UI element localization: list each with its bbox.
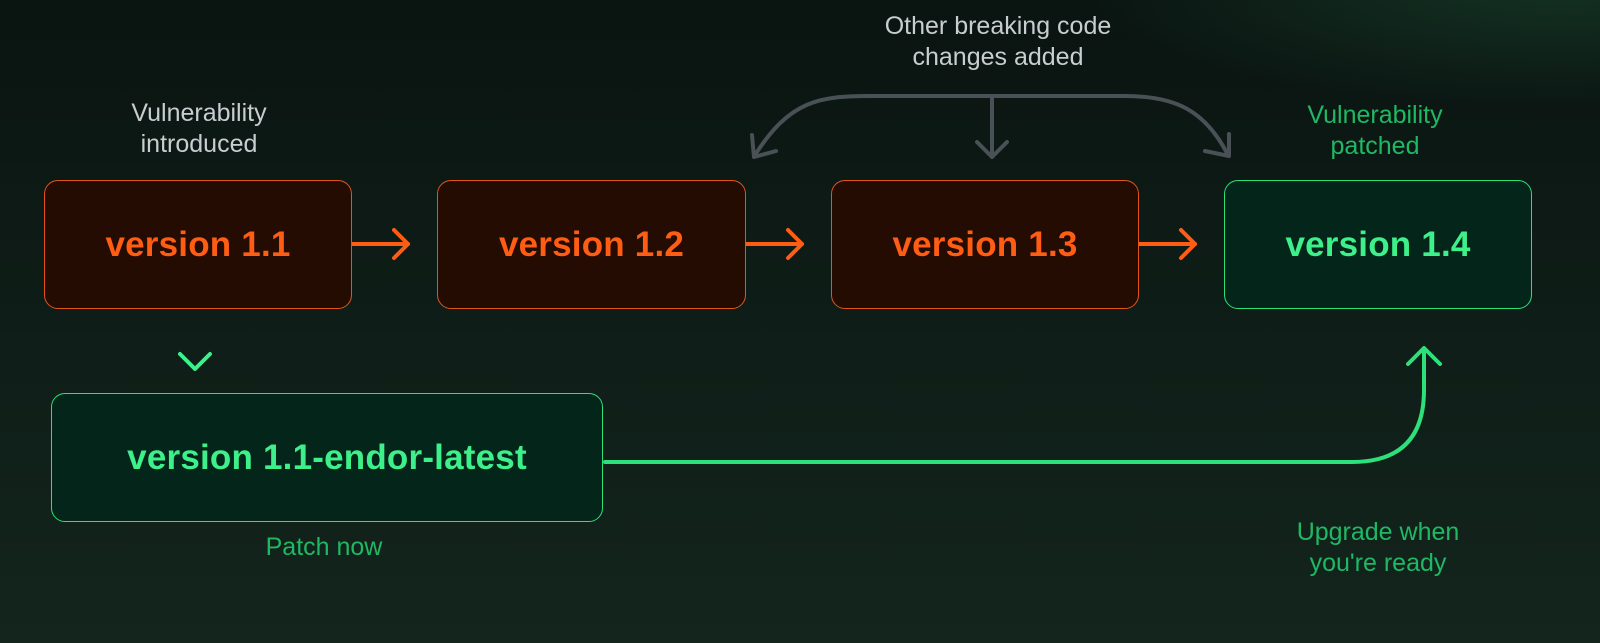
version-node-1-4: version 1.4 (1224, 180, 1532, 309)
upgrade-path-connector (603, 346, 1442, 464)
version-node-1-3-label: version 1.3 (892, 224, 1078, 264)
version-node-1-3: version 1.3 (831, 180, 1139, 309)
version-node-1-1: version 1.1 (44, 180, 352, 309)
arrow-v11-to-v12 (350, 228, 410, 260)
arrow-v11-to-endor (178, 308, 212, 371)
upgrade-when-ready-note: Upgrade when you're ready (1296, 518, 1460, 577)
breaking-changes-note: Other breaking code changes added (884, 12, 1112, 71)
arrow-v13-to-v14 (1137, 228, 1197, 260)
arrow-v12-to-v13 (744, 228, 804, 260)
version-node-endor-latest-label: version 1.1-endor-latest (127, 437, 527, 477)
vulnerability-patched-note: Vulnerability patched (1307, 101, 1443, 160)
breaking-changes-connector (750, 94, 1231, 159)
version-node-endor-latest: version 1.1-endor-latest (51, 393, 603, 522)
version-node-1-4-label: version 1.4 (1285, 224, 1471, 264)
version-node-1-2: version 1.2 (437, 180, 746, 309)
version-node-1-2-label: version 1.2 (498, 224, 685, 264)
vulnerability-introduced-note: Vulnerability introduced (131, 99, 267, 158)
version-node-1-1-label: version 1.1 (105, 224, 291, 264)
patch-now-note: Patch now (265, 533, 383, 561)
